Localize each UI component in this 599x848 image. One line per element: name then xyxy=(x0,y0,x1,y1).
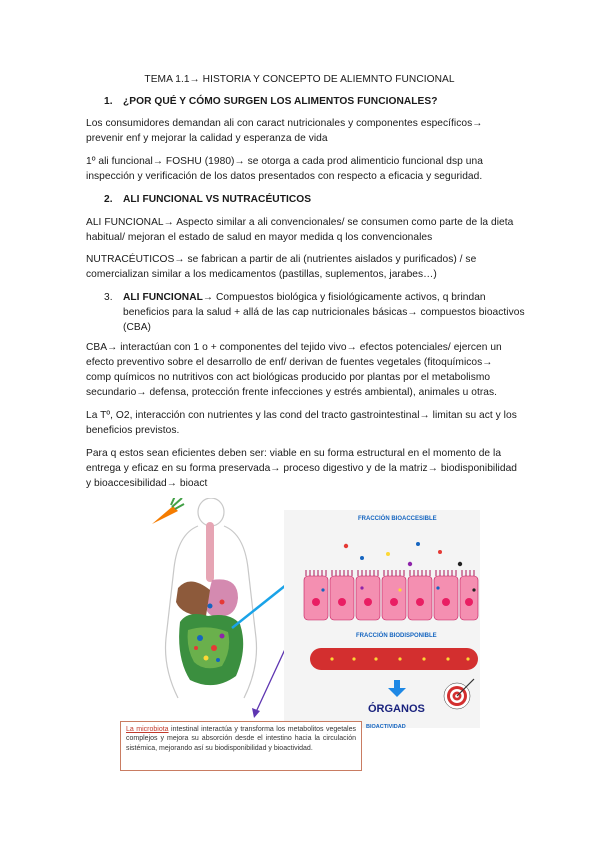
section-1-number: 1. xyxy=(104,96,113,107)
paragraph-line: prevenir enf y mejorar la calidad y espe… xyxy=(86,133,328,144)
digestive-tract xyxy=(176,522,244,686)
section-3-line-1: ALI FUNCIONAL→ Compuestos biológica y fi… xyxy=(123,290,486,306)
paragraph-line: beneficios previstos. xyxy=(86,425,180,436)
paragraph-line: habitual/ mejoran el estado de salud en … xyxy=(86,232,433,243)
section-3-number: 3. xyxy=(104,292,113,303)
carrot-icon xyxy=(152,498,185,524)
intestinal-cells xyxy=(303,575,479,621)
label-bioactividad: BIOACTIVIDAD xyxy=(366,724,406,730)
paragraph-line: Los consumidores demandan ali con caract… xyxy=(86,118,483,129)
paragraph-line: 1º ali funcional→ FOSHU (1980)→ se otorg… xyxy=(86,156,483,167)
paragraph-line: efecto preventivo sobre el desarrollo de… xyxy=(86,357,493,368)
paragraph-line: comercializan similar a los medicamentos… xyxy=(86,269,437,280)
down-arrow-icon xyxy=(388,680,406,697)
label-bioaccesible: FRACCIÓN BIOACCESIBLE xyxy=(358,516,437,522)
paragraph-line: secundario→ defensa, protección frente i… xyxy=(86,387,498,398)
paragraph-line: y bioaccesibilidad→ bioact xyxy=(86,478,208,489)
paragraph-line: comp químicos no nutritivos con act biol… xyxy=(86,372,491,383)
caption-highlight: La microbiota xyxy=(126,726,169,733)
cell-nuclei xyxy=(312,598,473,606)
caption-text: intestinal interactúa y transforma los m… xyxy=(126,726,356,752)
paragraph-line: Para q estos sean eficientes deben ser: … xyxy=(86,448,502,459)
paragraph-line: entrega y eficaz en su forma preservada→… xyxy=(86,463,517,474)
label-biodisponible: FRACCIÓN BIODISPONIBLE xyxy=(356,633,437,639)
paragraph-line: La Tº, O2, interacción con nutrientes y … xyxy=(86,410,517,421)
target-icon xyxy=(443,678,475,710)
nutrient-dots xyxy=(343,542,463,567)
cell-microvilli xyxy=(305,570,475,576)
document-title: TEMA 1.1→ HISTORIA Y CONCEPTO DE ALIEMNT… xyxy=(144,74,455,85)
digestion-illustration xyxy=(152,498,480,728)
vessel-dots xyxy=(330,657,470,661)
figure-caption: La microbiota intestinal interactúa y tr… xyxy=(120,721,362,771)
digestion-figure: FRACCIÓN BIOACCESIBLE FRACCIÓN BIODISPON… xyxy=(118,498,483,773)
section-2-number: 2. xyxy=(104,194,113,205)
section-3-bold-term: ALI FUNCIONAL xyxy=(123,292,203,303)
section-2-heading: ALI FUNCIONAL VS NUTRACÉUTICOS xyxy=(123,194,312,205)
section-1-heading: ¿POR QUÉ Y CÓMO SURGEN LOS ALIMENTOS FUN… xyxy=(123,96,438,107)
label-organos: ÓRGANOS xyxy=(368,703,425,715)
blood-vessel xyxy=(310,648,478,670)
section-3-line-2: beneficios para la salud + allá de las c… xyxy=(123,307,525,318)
cell-inner-dots xyxy=(321,586,476,592)
paragraph-line: inspección y verificación de los datos p… xyxy=(86,171,483,182)
section-3-line-3: (CBA) xyxy=(123,322,151,333)
paragraph-line: CBA→ interactúan con 1 o + componentes d… xyxy=(86,342,502,353)
paragraph-line: ALI FUNCIONAL→ Aspecto similar a ali con… xyxy=(86,217,514,228)
section-3-line-1-rest: → Compuestos biológica y fisiológicament… xyxy=(202,292,486,303)
paragraph-line: NUTRACÉUTICOS→ se fabrican a partir de a… xyxy=(86,254,477,265)
